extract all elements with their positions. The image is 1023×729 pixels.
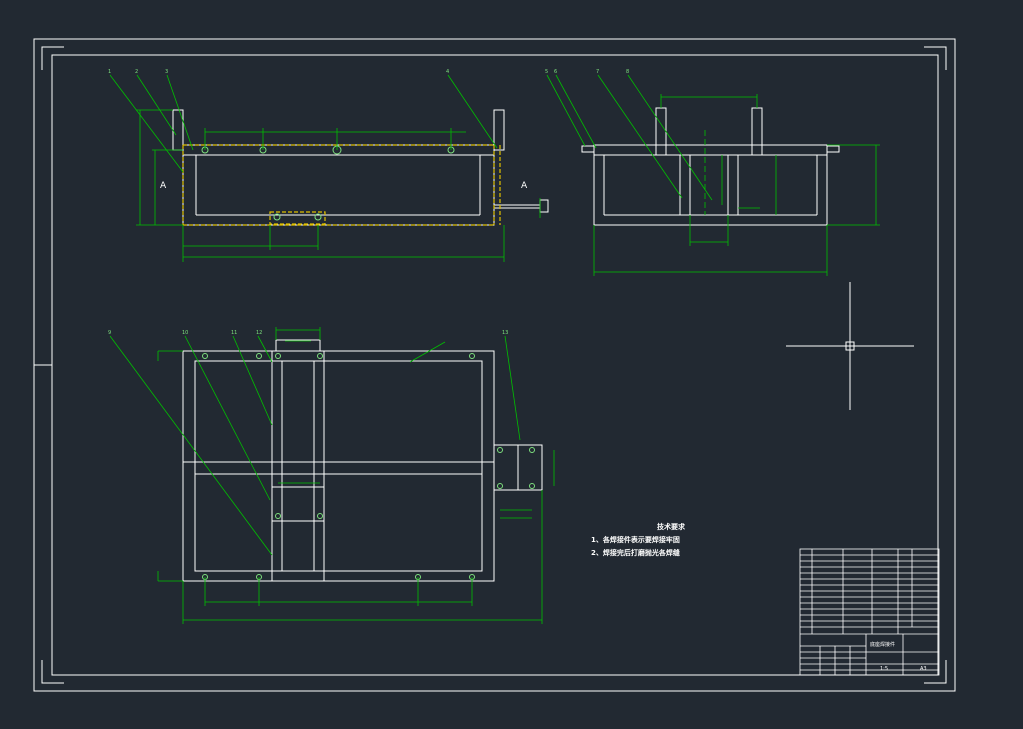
balloon-9: 9 (108, 330, 111, 336)
section-label-right: A (521, 181, 528, 191)
balloon-11: 11 (231, 330, 237, 336)
title-block: 底座焊接件 A3 1:5 (799, 548, 940, 676)
crosshair-cursor-icon (786, 282, 914, 410)
notes-line-1: 1、各焊接件表示要焊接牢固 (591, 535, 680, 544)
balloon-8: 8 (626, 69, 629, 75)
balloon-1: 1 (108, 69, 111, 75)
balloon-2: 2 (135, 69, 138, 75)
section-label-left: A (160, 181, 167, 191)
drawing-scale: 1:5 (880, 666, 888, 672)
balloon-4: 4 (446, 69, 449, 75)
front-view: A A 1 2 3 4 (108, 69, 549, 262)
balloon-13: 13 (502, 330, 508, 336)
drawing-frame (33, 38, 956, 692)
balloon-5: 5 (545, 69, 548, 75)
balloon-10: 10 (182, 330, 188, 336)
technical-requirements: 技术要求 1、各焊接件表示要焊接牢固 2、焊接完后打磨抛光各焊缝 (591, 522, 686, 557)
drawing-sheet: A3 (920, 666, 927, 672)
balloon-7: 7 (596, 69, 599, 75)
top-view: 9 10 11 12 13 (108, 327, 555, 624)
side-view: 5 6 7 8 (545, 69, 880, 276)
balloon-6: 6 (554, 69, 557, 75)
balloon-3: 3 (165, 69, 168, 75)
drawing-name: 底座焊接件 (870, 641, 895, 648)
balloon-12: 12 (256, 330, 262, 336)
notes-line-2: 2、焊接完后打磨抛光各焊缝 (591, 548, 680, 557)
notes-title: 技术要求 (657, 522, 686, 531)
